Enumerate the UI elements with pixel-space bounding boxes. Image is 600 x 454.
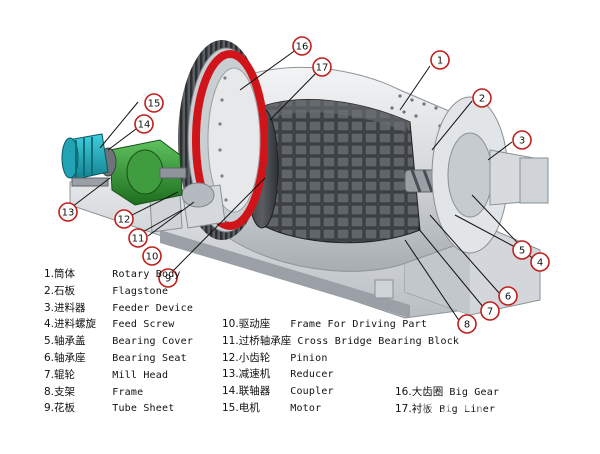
- callout-circle: [498, 286, 518, 306]
- legend-label-en: Flagstone: [106, 285, 169, 297]
- legend-label-en: Cross Bridge Bearing Block: [291, 335, 460, 347]
- legend-row: 17.衬板 Big Liner: [395, 401, 499, 418]
- legend-label-en: Big Gear: [443, 387, 500, 398]
- legend-label-zh: 6.轴承座: [44, 351, 86, 364]
- callout-circle: [457, 314, 477, 334]
- callout-number: 11: [132, 234, 145, 245]
- legend-row: 9.花板 Tube Sheet: [44, 400, 193, 417]
- legend-row: 2.石板 Flagstone: [44, 283, 193, 300]
- legend-label-en: Frame For Driving Part: [284, 319, 428, 330]
- legend-label-en: Bearing Seat: [106, 352, 187, 364]
- callout-number: 10: [146, 252, 159, 263]
- legend-label-zh: 1.筒体: [44, 268, 76, 280]
- legend-label-en: Reducer: [284, 369, 334, 381]
- callout-circle: [128, 228, 148, 248]
- legend-label-en: Coupler: [284, 386, 334, 398]
- callout-number: 8: [464, 320, 470, 331]
- legend-label-zh: 8.支架: [44, 385, 76, 398]
- callout-circle: [158, 268, 178, 288]
- callout-number: 4: [537, 258, 543, 269]
- legend-label-zh: 14.联轴器: [222, 385, 271, 398]
- legend-label-zh: 7.辊轮: [44, 368, 76, 381]
- callout-number: 16: [296, 42, 309, 53]
- callout-circle: [114, 209, 134, 229]
- callout-circle: [512, 130, 532, 150]
- callout-number: 1: [437, 56, 443, 67]
- callout-circle: [292, 36, 312, 56]
- legend-row: 7.辊轮 Mill Head: [44, 367, 193, 384]
- legend-label-en: Rotary Body: [106, 269, 181, 280]
- legend-label-en: Frame: [106, 386, 144, 398]
- legend-label-en: Feed Screw: [106, 319, 175, 331]
- legend-label-zh: 17.衬板: [395, 402, 433, 415]
- legend-label-zh: 9.花板: [44, 402, 76, 415]
- legend-label-en: Bearing Cover: [106, 336, 194, 348]
- legend-label-en: Big Liner: [433, 403, 496, 415]
- legend-label-zh: 4.进料螺旋: [44, 318, 97, 331]
- legend-label-zh: 2.石板: [44, 284, 76, 297]
- legend-row: 4.进料螺旋 Feed Screw: [44, 316, 193, 333]
- callout-circle: [472, 88, 492, 108]
- legend-label-zh: 5.轴承盖: [44, 335, 86, 348]
- callout-circle: [58, 202, 78, 222]
- legend-label-zh: 12.小齿轮: [222, 351, 271, 364]
- legend-label-zh: 11.过桥轴承座: [222, 334, 292, 347]
- callout-number: 3: [519, 136, 525, 147]
- legend-label-zh: 13.减速机: [222, 368, 271, 381]
- callout-circle: [512, 240, 532, 260]
- leader-lines: [67, 46, 533, 323]
- feeder-device: [431, 96, 549, 254]
- callout-circle: [480, 301, 500, 321]
- legend-row: 11.过桥轴承座 Cross Bridge Bearing Block: [222, 333, 459, 350]
- left-bearing-block: [149, 182, 226, 233]
- callout-number: 17: [316, 63, 329, 74]
- legend-row: 14.联轴器 Coupler: [222, 383, 459, 400]
- callout-number: 13: [62, 208, 75, 219]
- callout-number: 14: [138, 120, 151, 131]
- legend-row: 3.进料器 Feeder Device: [44, 300, 193, 317]
- legend-row: 6.轴承座 Bearing Seat: [44, 350, 193, 367]
- callout-number: 2: [479, 94, 485, 105]
- legend-row: 16.大齿圈 Big Gear: [395, 384, 499, 401]
- callout-circle: [312, 57, 332, 77]
- legend-label-en: Pinion: [284, 352, 328, 364]
- legend-label-zh: 10.驱动座: [222, 318, 271, 330]
- callout-circle: [144, 93, 164, 113]
- legend-label-zh: 3.进料器: [44, 301, 86, 314]
- callout-number: 7: [487, 307, 493, 318]
- callout-circle: [430, 50, 450, 70]
- legend-row: 10.驱动座 Frame For Driving Part: [222, 316, 459, 333]
- legend-row: 13.减速机 Reducer: [222, 366, 459, 383]
- callout-number: 15: [148, 99, 161, 110]
- callout-number: 9: [165, 274, 171, 285]
- legend-row: 5.轴承盖 Bearing Cover: [44, 333, 193, 350]
- legend-row: 12.小齿轮 Pinion: [222, 350, 459, 367]
- legend-row: 15.电机 Motor: [222, 400, 459, 417]
- legend-label-zh: 15.电机: [222, 401, 260, 414]
- legend-row: 8.支架 Frame: [44, 384, 193, 401]
- legend-label-en: Tube Sheet: [106, 403, 175, 415]
- callout-circle: [142, 246, 162, 266]
- legend-label-zh: 16.大齿圈: [395, 386, 444, 398]
- legend-label-en: Mill Head: [106, 369, 169, 381]
- motor: [61, 133, 109, 187]
- reducer: [109, 139, 187, 206]
- legend-row: 1.筒体 Rotary Body: [44, 266, 193, 283]
- callout-number: 12: [118, 215, 131, 226]
- legend-label-en: Feeder Device: [106, 302, 194, 314]
- callout-circle: [134, 114, 154, 134]
- callout-number: 5: [519, 246, 525, 257]
- callout-number: 6: [505, 292, 511, 303]
- callout-circle: [530, 252, 550, 272]
- legend-label-en: Motor: [284, 402, 322, 414]
- watermark-phone: 0371-6777 2727: [420, 400, 570, 450]
- inner-liner: [245, 99, 421, 244]
